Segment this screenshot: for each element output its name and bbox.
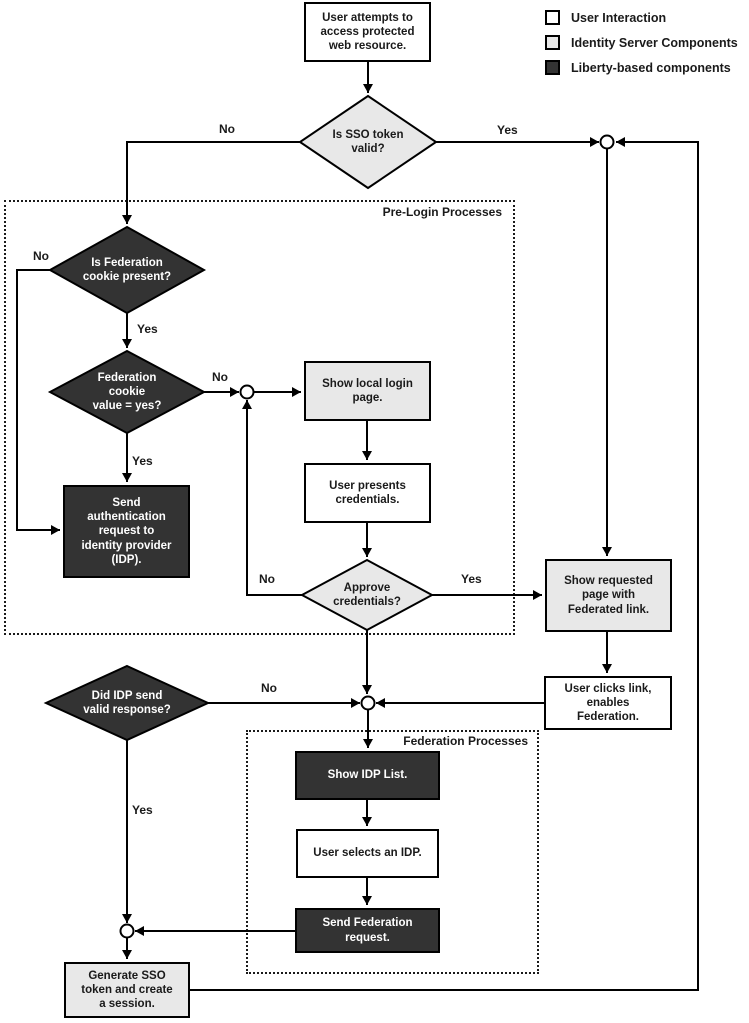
- edge-lines: [16, 62, 699, 991]
- label-idp-no: No: [261, 681, 277, 695]
- node-send-auth: Send authentication request to identity …: [63, 485, 190, 578]
- label-idp-yes: Yes: [132, 803, 153, 817]
- label-fed-present-no: No: [33, 249, 49, 263]
- node-user-selects: User selects an IDP.: [296, 829, 439, 878]
- node-user-clicks: User clicks link, enables Federation.: [544, 676, 672, 730]
- diamond-fed-present: [47, 225, 207, 315]
- diamond-fed-value: [47, 349, 207, 435]
- label-approve-no: No: [259, 572, 275, 586]
- legend-swatch-user-interaction: [545, 10, 560, 25]
- junction-login-retry: [239, 384, 255, 400]
- node-show-requested: Show requested page with Federated link.: [545, 559, 672, 632]
- legend-item-identity-server: Identity Server Components: [545, 35, 738, 50]
- edge-sso-no: [122, 141, 300, 224]
- legend-label-identity-server: Identity Server Components: [571, 35, 738, 50]
- legend-item-user-interaction: User Interaction: [545, 10, 666, 25]
- edge-fed-present-no: [16, 269, 60, 535]
- edge-generate-loop: [190, 137, 699, 991]
- legend-item-liberty: Liberty-based components: [545, 60, 731, 75]
- legend-label-liberty: Liberty-based components: [571, 60, 731, 75]
- diamond-sso-valid: [298, 94, 438, 190]
- legend-label-user-interaction: User Interaction: [571, 10, 667, 25]
- node-show-idp-list: Show IDP List.: [295, 751, 440, 800]
- label-fed-present-yes: Yes: [137, 322, 158, 336]
- label-fed-value-yes: Yes: [132, 454, 153, 468]
- node-send-fed-request: Send Federation request.: [295, 908, 440, 953]
- label-sso-yes: Yes: [497, 123, 518, 137]
- node-user-presents: User presents credentials.: [304, 463, 431, 523]
- legend-swatch-identity-server: [545, 35, 560, 50]
- label-sso-no: No: [219, 122, 235, 136]
- group-federation-label: Federation Processes: [403, 734, 528, 748]
- diamond-did-idp: [43, 664, 211, 742]
- label-approve-yes: Yes: [461, 572, 482, 586]
- node-start: User attempts to access protected web re…: [304, 2, 431, 62]
- group-federation-processes: [246, 730, 539, 974]
- edge-approve-no: [242, 400, 302, 596]
- junction-generate: [119, 923, 135, 939]
- diamond-approve-creds: [299, 558, 435, 632]
- group-pre-login-label: Pre-Login Processes: [382, 205, 502, 219]
- node-show-local-login: Show local login page.: [304, 361, 431, 421]
- junction-top-right: [599, 134, 615, 150]
- junction-federation: [360, 695, 376, 711]
- node-generate-sso: Generate SSO token and create a session.: [64, 962, 190, 1018]
- legend-swatch-liberty: [545, 60, 560, 75]
- label-fed-value-no: No: [212, 370, 228, 384]
- group-pre-login-processes: [4, 200, 515, 635]
